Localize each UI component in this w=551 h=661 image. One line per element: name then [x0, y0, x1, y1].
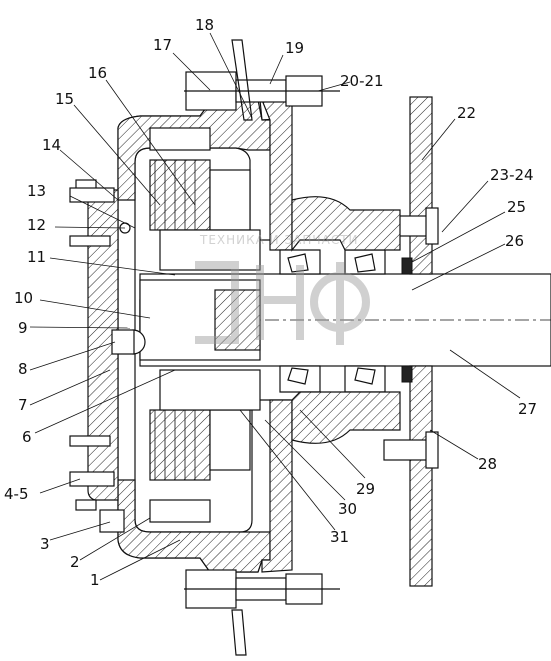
watermark-text: ТЕХНИКА И ЗАПЧАСТИ — [199, 233, 359, 247]
callout-27: 27 — [518, 400, 537, 418]
leader-lines — [29, 32, 521, 581]
callout-23-24: 23-24 — [490, 166, 534, 184]
callout-4-5: 4-5 — [4, 485, 29, 503]
callout-1: 1 — [90, 571, 100, 589]
callout-15: 15 — [55, 90, 74, 108]
callout-25: 25 — [507, 198, 526, 216]
callout-14: 14 — [42, 136, 61, 154]
bearing-housing — [291, 196, 401, 444]
top-bolts — [184, 39, 340, 656]
callout-13: 13 — [27, 182, 46, 200]
callout-8: 8 — [18, 360, 28, 378]
gear-set — [139, 127, 261, 523]
callout-26: 26 — [505, 232, 524, 250]
callout-9: 9 — [18, 319, 28, 337]
callout-31: 31 — [330, 528, 349, 546]
callout-16: 16 — [88, 64, 107, 82]
bearings — [279, 249, 413, 393]
callout-2: 2 — [70, 553, 80, 571]
callout-18: 18 — [195, 16, 214, 34]
callout-7: 7 — [18, 396, 28, 414]
callout-labels: 17 18 19 20-21 22 23-24 25 26 27 28 29 3… — [4, 16, 537, 589]
callout-20-21: 20-21 — [340, 72, 384, 90]
callout-6: 6 — [22, 428, 32, 446]
callout-3: 3 — [40, 535, 50, 553]
left-bolts — [69, 187, 146, 533]
callout-17: 17 — [153, 36, 172, 54]
callout-12: 12 — [27, 216, 46, 234]
watermark: ТЕХНИКА И ЗАПЧАСТИ — [195, 233, 370, 345]
flange-22 — [383, 96, 439, 587]
callout-28: 28 — [478, 455, 497, 473]
callout-30: 30 — [338, 500, 357, 518]
callout-11: 11 — [27, 248, 46, 266]
callout-22: 22 — [457, 104, 476, 122]
callout-10: 10 — [14, 289, 33, 307]
callout-29: 29 — [356, 480, 375, 498]
callout-19: 19 — [285, 39, 304, 57]
